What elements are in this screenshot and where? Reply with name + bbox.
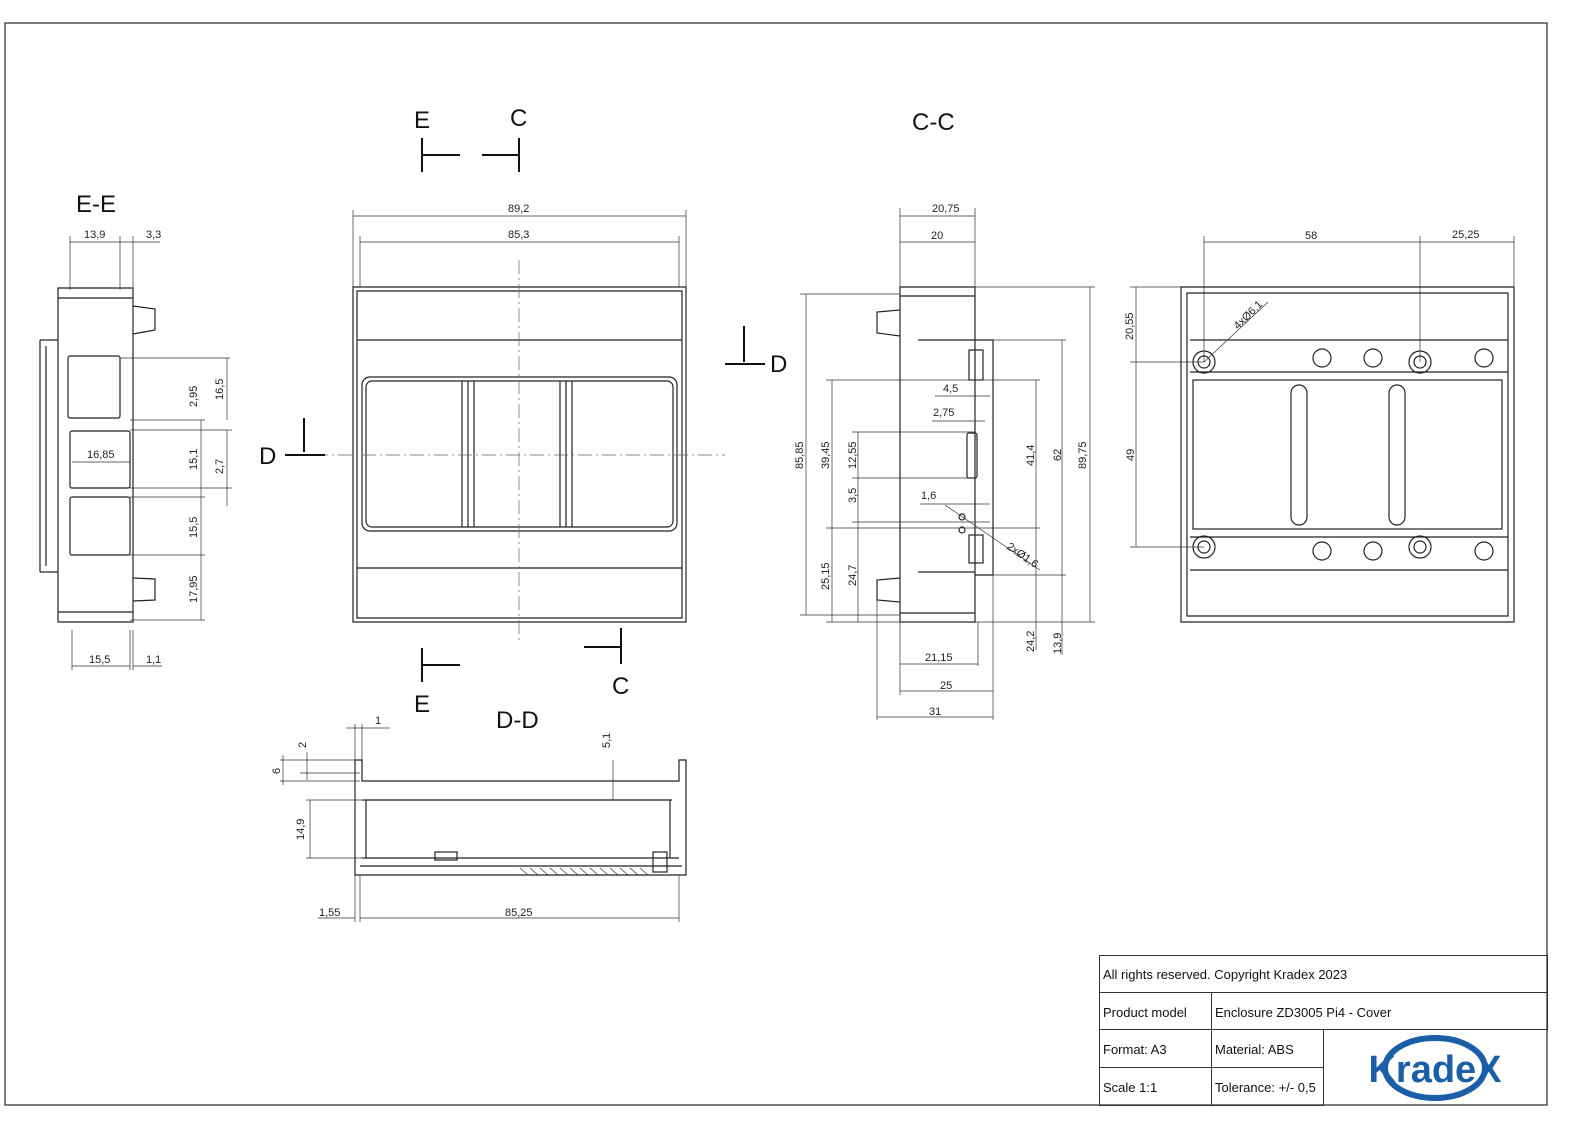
dim-cc-25-15: 25,15	[820, 562, 832, 590]
dim-ee-16-5: 16,5	[214, 379, 226, 400]
dim-cc-41-4: 41,4	[1025, 445, 1037, 466]
dim-cc-24-2: 24,2	[1025, 631, 1037, 652]
dim-back-4x-dia-6-1: 4xØ6,1	[1232, 299, 1266, 333]
section-marker-e-bottom: E	[414, 691, 430, 718]
section-marker-d-right: D	[770, 351, 787, 378]
dim-cc-2-75: 2,75	[933, 407, 954, 419]
dim-cc-20-75: 20,75	[932, 203, 960, 215]
section-marker-d-left: D	[259, 443, 276, 470]
dim-ee-3-3: 3,3	[146, 229, 161, 241]
dim-ee-17-95: 17,95	[188, 575, 200, 603]
dim-ee-15-1: 15,1	[188, 449, 200, 470]
view-cc: C-C 20,75 20 4,5 2,75 1,6 2xØ1,6 21,15 2…	[794, 109, 1095, 720]
dim-back-20-55: 20,55	[1124, 312, 1136, 340]
dim-cc-13-9: 13,9	[1052, 633, 1064, 654]
view-dd: D-D 1 2 6 5,1 14,9 1,55 85,25	[271, 707, 687, 922]
dim-dd-1: 1	[375, 715, 381, 727]
dim-cc-1-6: 1,6	[921, 490, 936, 502]
dim-ee-13-9: 13,9	[84, 229, 105, 241]
section-title-ee: E-E	[76, 191, 116, 218]
view-back: 58 25,25 20,55 49 4xØ6,1	[1124, 229, 1515, 623]
format-text: Format: A3	[1103, 1042, 1167, 1057]
dim-cc-24-7: 24,7	[847, 565, 859, 586]
dim-ee-2-7: 2,7	[214, 459, 226, 474]
dim-cc-39-45: 39,45	[820, 441, 832, 469]
dim-ee-2-95: 2,95	[188, 386, 200, 407]
dim-back-58: 58	[1305, 230, 1317, 242]
dim-front-85-3: 85,3	[508, 229, 529, 241]
dim-dd-5-1: 5,1	[601, 733, 613, 748]
dim-dd-2: 2	[297, 742, 309, 748]
kradex-logo: KradeX	[1368, 1035, 1502, 1101]
dim-cc-21-15: 21,15	[925, 652, 953, 664]
copyright-text: All rights reserved. Copyright Kradex 20…	[1103, 967, 1348, 982]
dim-cc-4-5: 4,5	[943, 383, 958, 395]
scale-text: Scale 1:1	[1103, 1080, 1158, 1095]
dim-cc-20: 20	[931, 230, 943, 242]
logo-text: KradeX	[1368, 1049, 1502, 1091]
mounting-holes	[1192, 348, 1494, 561]
dim-back-49: 49	[1125, 449, 1137, 461]
dim-dd-6: 6	[271, 768, 283, 774]
dim-front-89-2: 89,2	[508, 203, 529, 215]
dim-cc-85-85: 85,85	[794, 441, 806, 469]
dim-ee-1-1: 1,1	[146, 654, 161, 666]
dim-cc-89-75: 89,75	[1077, 441, 1089, 469]
view-ee: E-E 13,9 3,3 16,85 15,5 1,1 2,95 16,5 15…	[39, 191, 232, 670]
dim-dd-14-9: 14,9	[295, 819, 307, 840]
sheet-border	[4, 22, 1548, 1106]
dim-cc-3-5: 3,5	[847, 488, 859, 503]
material-text: Material: ABS	[1215, 1042, 1294, 1057]
dim-ee-16-85: 16,85	[87, 449, 115, 461]
dim-ee-15-5: 15,5	[188, 517, 200, 538]
view-front: E C D D E C 89,2 85,3	[259, 105, 787, 718]
dim-cc-12-55: 12,55	[847, 441, 859, 469]
product-model-label: Product model	[1103, 1005, 1187, 1020]
dim-back-25-25: 25,25	[1452, 229, 1480, 241]
section-title-cc: C-C	[912, 109, 955, 136]
section-title-dd: D-D	[496, 707, 539, 734]
product-model-value: Enclosure ZD3005 Pi4 - Cover	[1215, 1005, 1392, 1020]
dim-dd-85-25: 85,25	[505, 907, 533, 919]
tolerance-text: Tolerance: +/- 0,5	[1215, 1080, 1316, 1095]
section-marker-e-top: E	[414, 107, 430, 134]
dim-cc-25: 25	[940, 680, 952, 692]
dim-cc-62: 62	[1052, 449, 1064, 461]
dim-ee-15-5-bottom: 15,5	[89, 654, 110, 666]
section-marker-c-bottom: C	[612, 673, 629, 700]
dim-cc-31: 31	[929, 706, 941, 718]
dim-cc-2x-dia-1-6: 2xØ1,6	[1004, 541, 1040, 571]
logo-cell	[1323, 1029, 1548, 1106]
dim-dd-1-55: 1,55	[319, 907, 340, 919]
section-marker-c-top: C	[510, 105, 527, 132]
